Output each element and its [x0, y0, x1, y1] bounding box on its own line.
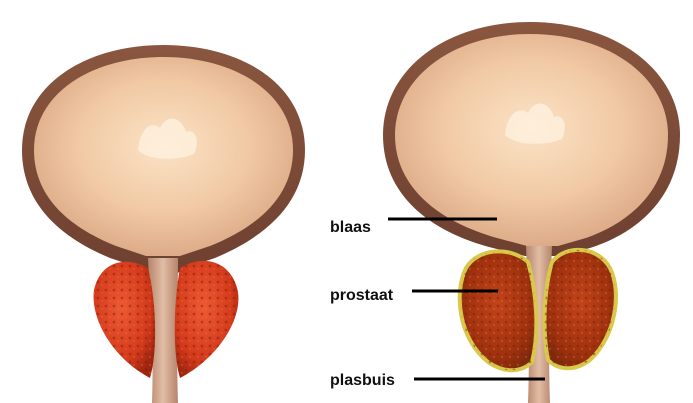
enlarged-illustration	[383, 22, 680, 403]
healthy-illustration	[22, 45, 305, 403]
label-urethra-group: plasbuis	[330, 372, 545, 389]
label-bladder: blaas	[330, 219, 371, 236]
label-prostate: prostaat	[330, 287, 394, 304]
label-urethra: plasbuis	[330, 372, 395, 389]
